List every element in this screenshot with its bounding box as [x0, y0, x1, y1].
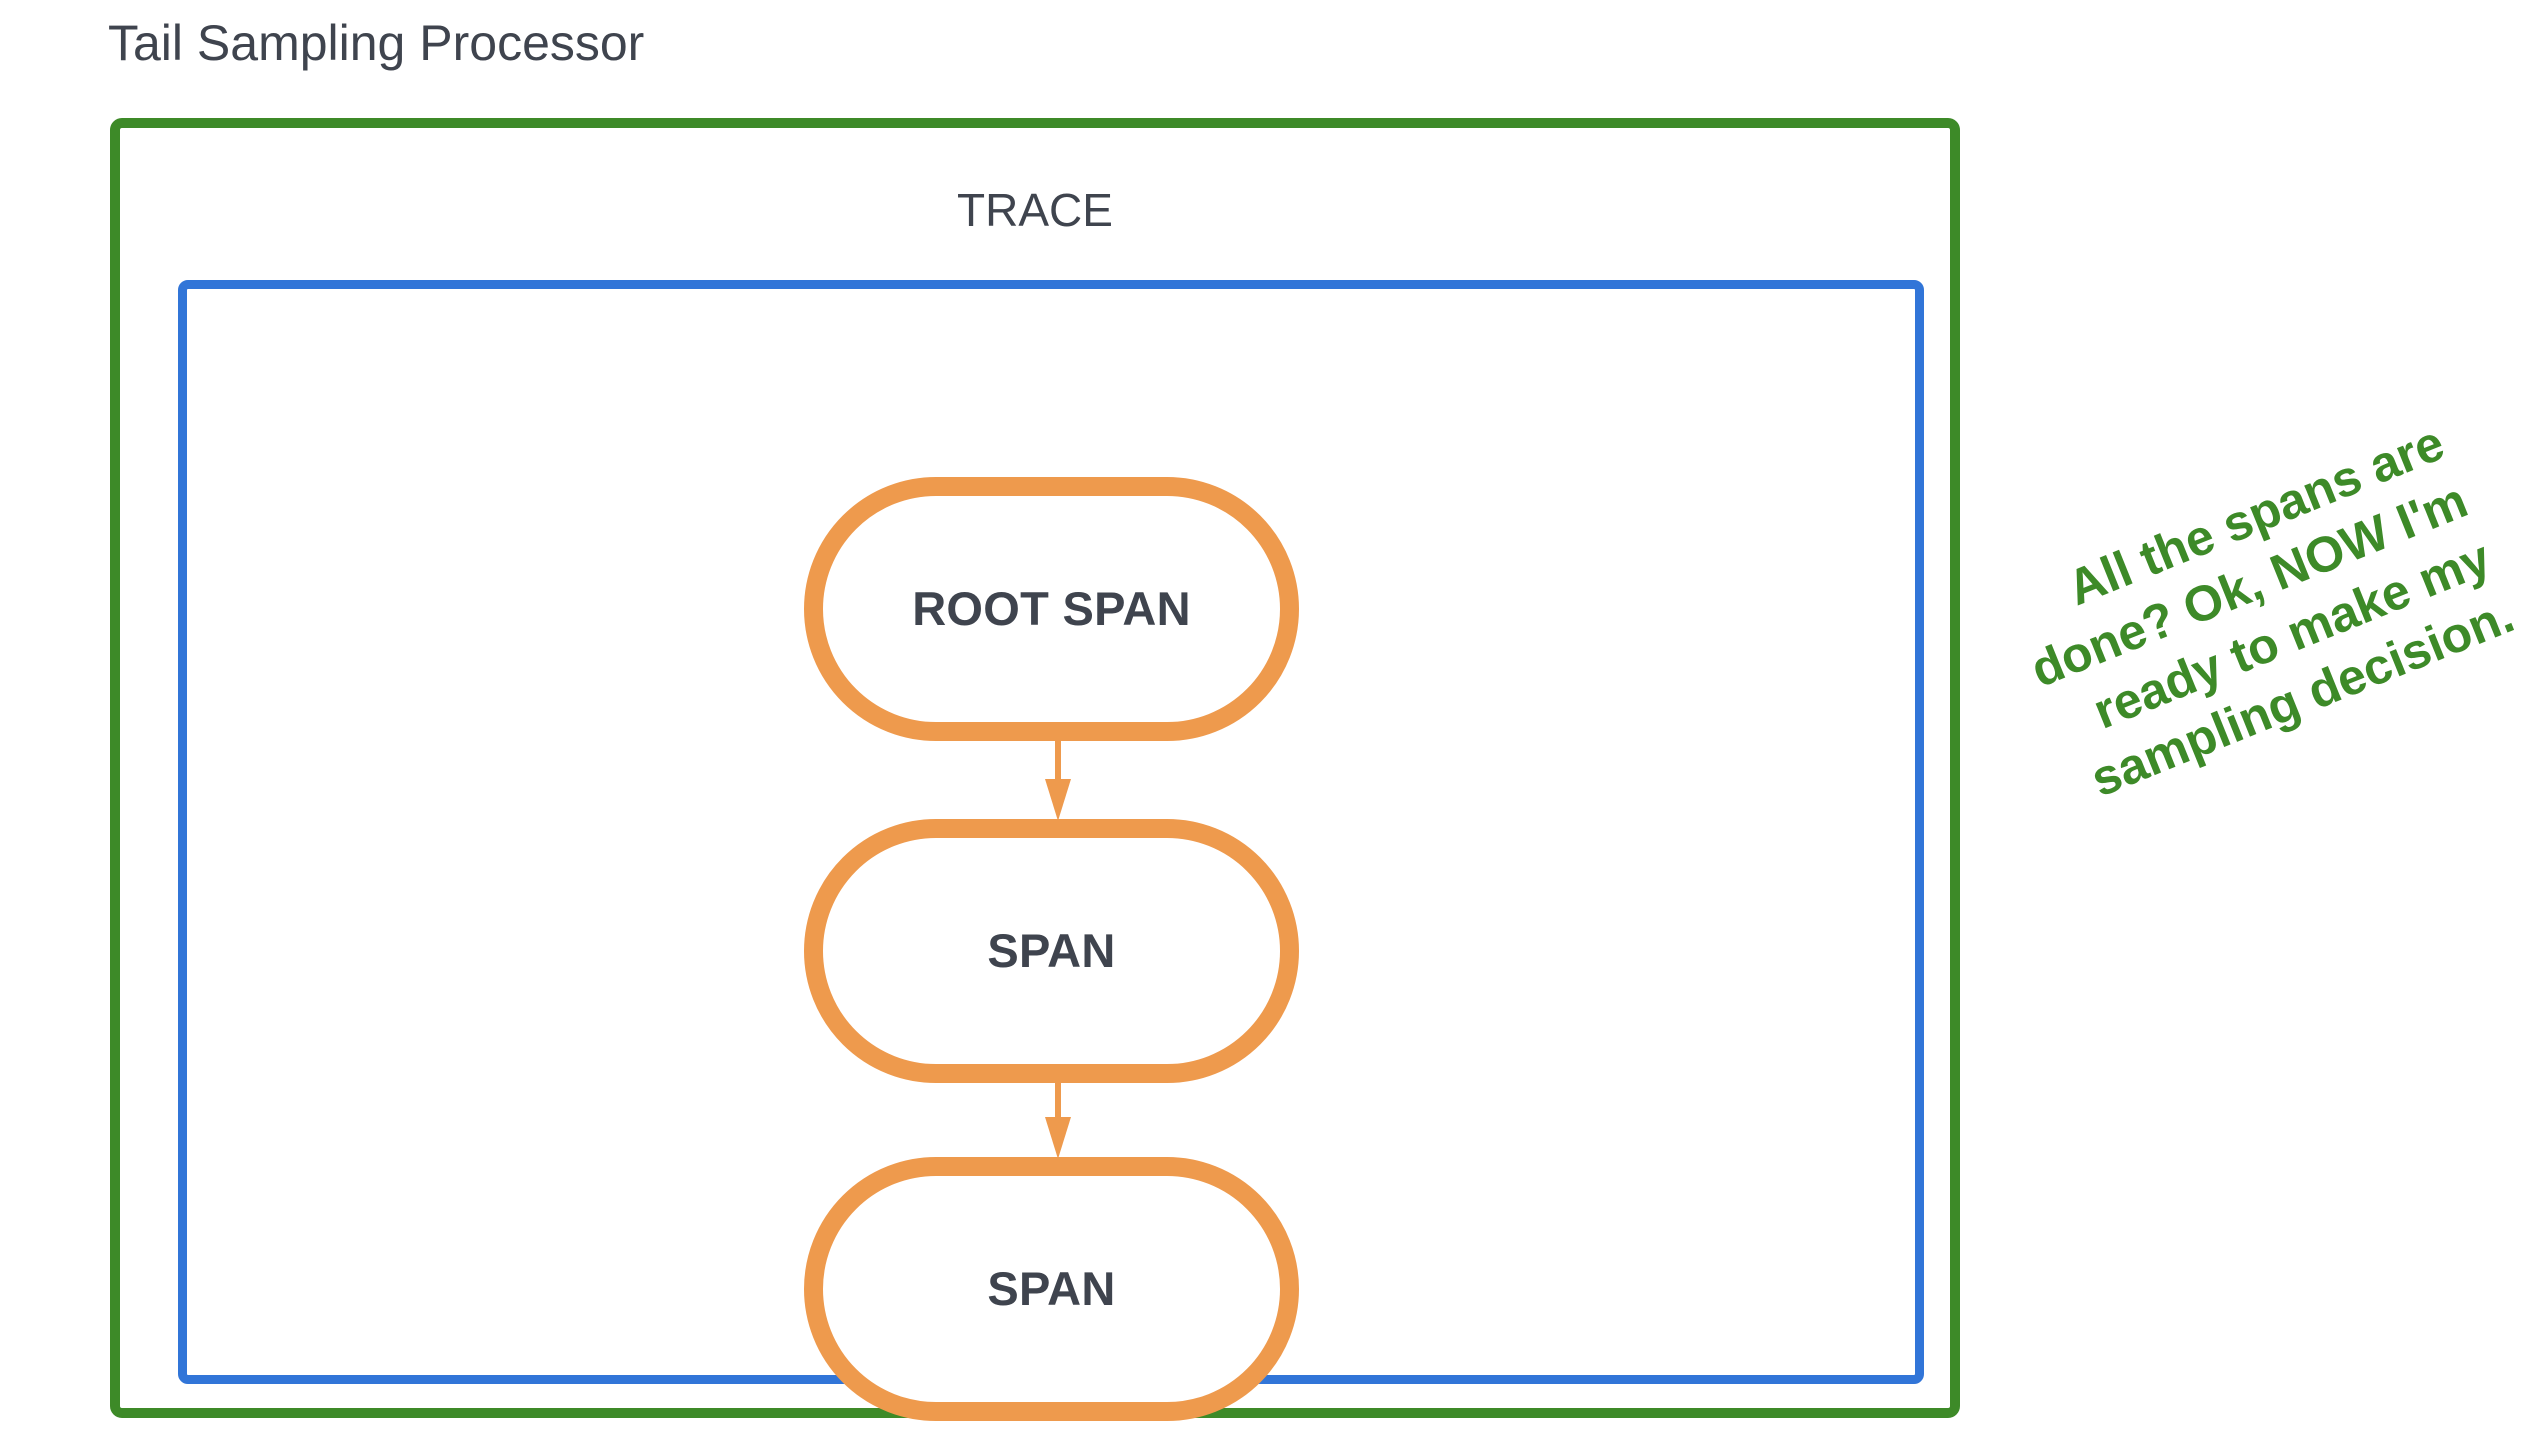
trace-container: ROOT SPAN SPAN SPAN: [178, 280, 1924, 1421]
arrow-root-to-span-1-icon: [1043, 741, 1073, 821]
arrow-stem: [1055, 741, 1061, 783]
root-span-node[interactable]: ROOT SPAN: [804, 477, 1299, 741]
tail-sampling-processor-container: TRACE ROOT SPAN SPAN SPAN: [110, 118, 1960, 1421]
arrow-stem: [1055, 1079, 1061, 1121]
arrow-span-1-to-span-2-icon: [1043, 1079, 1073, 1159]
arrow-head: [1045, 1117, 1071, 1159]
child-span-2-node[interactable]: SPAN: [804, 1157, 1299, 1421]
child-span-1-node[interactable]: SPAN: [804, 819, 1299, 1083]
page-title: Tail Sampling Processor: [108, 15, 645, 71]
child-span-1-label: SPAN: [987, 924, 1116, 977]
root-span-label: ROOT SPAN: [912, 582, 1191, 635]
sampling-decision-annotation: All the spans are done? Ok, NOW I'm read…: [2023, 414, 2522, 808]
arrow-head: [1045, 779, 1071, 821]
child-span-2-label: SPAN: [987, 1262, 1116, 1315]
trace-label: TRACE: [957, 184, 1113, 236]
